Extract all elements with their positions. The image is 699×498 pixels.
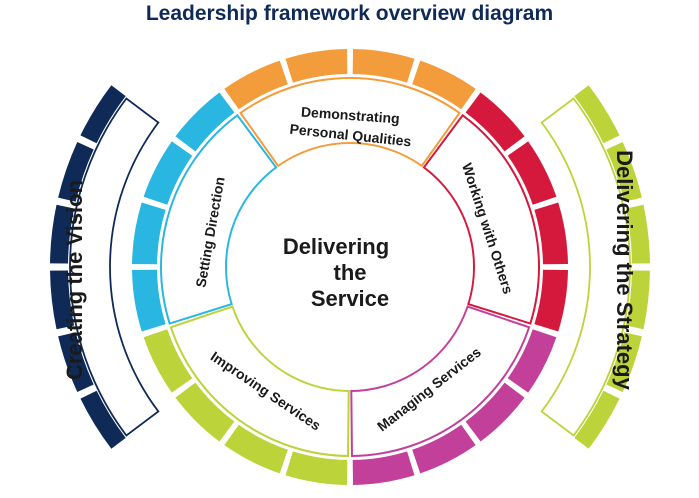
segment-managing-tab [412, 424, 476, 474]
segment-setting-tab [132, 269, 166, 332]
center-circle [227, 144, 473, 390]
right-band-label: Delivering the Strategy [612, 150, 637, 390]
left-band-tab [50, 204, 75, 264]
segment-managing-tab [465, 382, 525, 442]
segment-setting-panel [160, 113, 278, 325]
segment-working-tab [465, 92, 525, 152]
right-band-tab [625, 270, 650, 330]
segment-setting-tab [132, 202, 166, 265]
segment-layer [132, 49, 568, 485]
segment-improving-panel [169, 305, 350, 458]
segment-working-tab [534, 202, 568, 265]
segment-improving-tab [285, 451, 348, 485]
segment-demonstrating-panel [239, 77, 461, 168]
center-label-line2: the [334, 260, 367, 285]
segment-setting-tab [143, 141, 193, 205]
segment-managing-panel [350, 305, 531, 458]
segment-working-tab [534, 269, 568, 332]
center-label-line1: Delivering [283, 234, 389, 259]
segment-working-panel [422, 113, 540, 325]
segment-working-tab [507, 141, 557, 205]
right-band-tab [625, 204, 650, 264]
segment-managing-tab [352, 451, 415, 485]
left-band-tab [80, 85, 126, 144]
right-band-tab [574, 390, 620, 449]
segment-demonstrating-tab [412, 60, 476, 110]
segment-setting-tab [175, 92, 235, 152]
segment-label-demonstrating-line1: Demonstrating [301, 104, 401, 127]
right-band-tab [574, 85, 620, 144]
segment-demonstrating-tab [224, 60, 288, 110]
right-band-tab [606, 141, 642, 202]
segment-managing-tab [507, 329, 557, 393]
segment-improving-tab [224, 424, 288, 474]
right-band-frame [540, 97, 631, 437]
left-band-tab [50, 270, 75, 330]
left-band-tab [58, 141, 94, 202]
left-band-tab [80, 390, 126, 449]
diagram-title: Leadership framework overview diagram [145, 2, 554, 25]
segment-demonstrating-tab [285, 49, 348, 83]
side-band-layer [50, 85, 650, 449]
right-band-tab [606, 332, 642, 393]
left-band-frame [69, 97, 160, 437]
segment-improving-tab [175, 382, 235, 442]
left-band-tab [58, 332, 94, 393]
segment-improving-tab [143, 329, 193, 393]
segment-demonstrating-tab [352, 49, 415, 83]
left-band-label: Creating the Vision [62, 180, 87, 380]
center-label-line3: Service [311, 286, 389, 311]
